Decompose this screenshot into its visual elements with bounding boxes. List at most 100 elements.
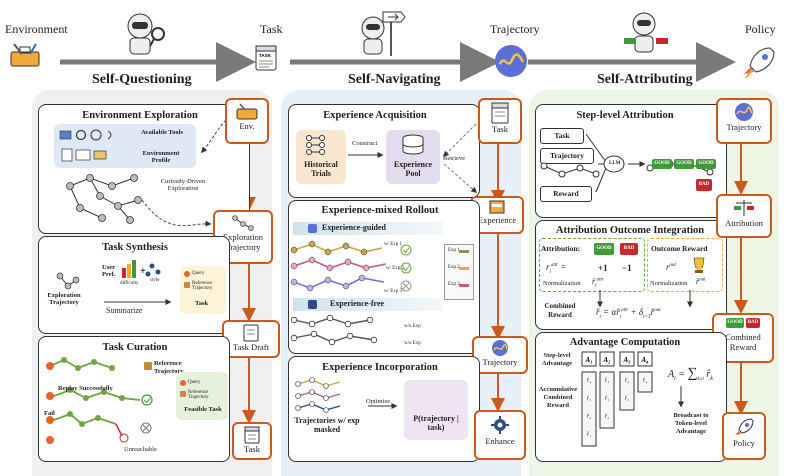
integration-title: Attribution Outcome Integration [555, 225, 705, 236]
robot-scale-icon [624, 12, 668, 53]
task-document-icon: TASK [255, 45, 277, 71]
retrieve-arrows [442, 123, 478, 193]
stage-trajectory-label: Trajectory [490, 22, 540, 36]
trajectories-masked-label: Trajectories w/ exp masked [294, 416, 360, 434]
nav-task-box[interactable]: Task [478, 98, 522, 144]
good-tag-2: GOOD [674, 159, 694, 169]
exp-card-line-1 [459, 250, 469, 253]
attr-trajectory-box[interactable]: Trajectory [716, 98, 772, 144]
wo-exp-label-1: w/o Exp [404, 324, 421, 329]
svg-text:r̂₄: r̂₄ [605, 378, 609, 384]
svg-text:r̂₄: r̂₄ [587, 378, 591, 384]
combined-good-tag: GOOD [726, 318, 744, 328]
historical-trials-label: Historical Trials [304, 160, 338, 178]
retrieve-label: Retrieve [443, 155, 466, 162]
exploration-tree [66, 174, 212, 227]
llm-label: LLM [609, 161, 621, 166]
task-card-label: Task [195, 300, 209, 307]
advantage-matrix: A₁ A₂ A₃ A₄ r̂₄r̂₃r̂₂r̂₁ r̂₄r̂₃r̂₂ r̂₄r̂… [581, 351, 653, 447]
exp-card-stack [444, 244, 474, 300]
bad-tag-1: BAD [696, 179, 712, 191]
normalization-label-2: Normalization [650, 280, 688, 287]
tool-icons [59, 129, 112, 162]
synthesis-exploration-trajectory-label: Exploration Trajectory [47, 292, 81, 306]
objective-card [404, 380, 468, 440]
attr-trajectory-chip: Trajectory [540, 148, 594, 164]
self-questioning-title: Self-Questioning [92, 72, 192, 87]
env-toolbox-icon [236, 103, 258, 120]
task-draft-box[interactable]: Task Draft [222, 320, 280, 358]
task-card-reference: Reference Trajectory [192, 281, 213, 291]
normalization-label-1: Normalization [543, 280, 581, 287]
svg-text:A₃: A₃ [622, 356, 631, 364]
stage-task-label: Task [260, 22, 283, 36]
construct-label: Construct [352, 140, 378, 147]
advantage-title: Advantage Computation [569, 337, 681, 348]
robot-magnifier-icon [127, 13, 165, 55]
task-card-query: Query [192, 271, 205, 276]
plus-one-value: +1 [598, 263, 608, 273]
attr-reward-chip: Reward [540, 186, 592, 202]
exp-card-line-3 [459, 284, 469, 287]
exp-card-line-2 [459, 267, 469, 270]
experience-acquisition-title: Experience Acquisition [323, 110, 427, 121]
svg-text:r̂₄: r̂₄ [625, 378, 629, 384]
nav-trajectory-label: Trajectory [482, 357, 518, 367]
optimize-label: Optimize [366, 398, 391, 405]
stage-policy-label: Policy [745, 22, 776, 36]
env-dashed-arrow [201, 119, 227, 154]
feasible-query-icon [180, 380, 186, 386]
attr-trajectory-box-label: Trajectory [726, 122, 762, 132]
exp1-label: w/ Exp 1 [384, 242, 403, 247]
r-hat-attr-symbol: r̂tattr [592, 277, 604, 289]
guided-banner [293, 222, 443, 235]
scale-icon [734, 200, 754, 216]
attribution-box[interactable]: Attribution [716, 194, 772, 238]
good-tag-1: GOOD [652, 159, 672, 169]
policy-box[interactable]: Policy [722, 412, 766, 460]
r-hat-out-symbol: r̂out [696, 277, 706, 286]
exp-card-2: Exp 2 [448, 265, 460, 270]
svg-text:A₂: A₂ [602, 356, 611, 364]
advantage-formula: At = ∑k≥t r̂k [668, 366, 713, 382]
exploration-trajectory-box-label: Exploration Trajectory [222, 232, 264, 252]
svg-text:r̂₄: r̂₄ [643, 378, 647, 384]
policy-box-label: Policy [733, 438, 755, 448]
nav-trajectory-icon [492, 340, 508, 356]
enhance-box[interactable]: Enhance [474, 410, 526, 460]
objective-label: P(trajectory | task) [413, 414, 459, 432]
attribution-box-label: Attribution [725, 218, 763, 228]
svg-text:r̂₃: r̂₃ [605, 396, 609, 402]
curation-paths [46, 357, 153, 444]
svg-text:TASK: TASK [259, 53, 272, 58]
nav-task-icon [491, 102, 509, 124]
trajectory-circle-icon [495, 45, 527, 77]
svg-text:r̂₂: r̂₂ [605, 414, 609, 420]
rollout-title: Experience-mixed Rollout [321, 205, 439, 216]
experience-box-label: Experience [477, 215, 517, 225]
replay-successfully-label: Replay Successfully [58, 385, 113, 392]
feasible-task-label: Feasible Task [184, 406, 222, 413]
broadcast-arrow [678, 386, 684, 408]
broadcast-label: Broadcast to Token-level Advantage [673, 412, 709, 435]
env-box[interactable]: Env. [225, 98, 269, 144]
curiosity-label: Curiosity-Driven Exploration [160, 178, 206, 192]
guided-icon [308, 224, 317, 233]
svg-text:A₁: A₁ [584, 356, 592, 364]
attribution-prefix: Attribution: [541, 244, 581, 253]
task-box[interactable]: Task [232, 422, 272, 460]
free-banner [293, 298, 443, 311]
task-synthesis-title: Task Synthesis [102, 242, 168, 253]
wo-exp-label-2: w/o Exp [404, 341, 421, 346]
free-paths [290, 314, 378, 346]
combined-bad-tag: BAD [746, 318, 760, 328]
free-icon [308, 300, 317, 309]
incorporation-title: Experience Incorporation [322, 362, 438, 373]
outcome-subbox [647, 238, 723, 292]
step-attribution-title: Step-level Attribution [576, 110, 674, 121]
task-card-icon-q [184, 271, 190, 277]
good-tag-3: GOOD [696, 159, 716, 169]
nav-trajectory-box[interactable]: Trajectory [472, 336, 528, 374]
guided-paths [290, 240, 412, 292]
int-bad-tag: BAD [620, 243, 638, 255]
